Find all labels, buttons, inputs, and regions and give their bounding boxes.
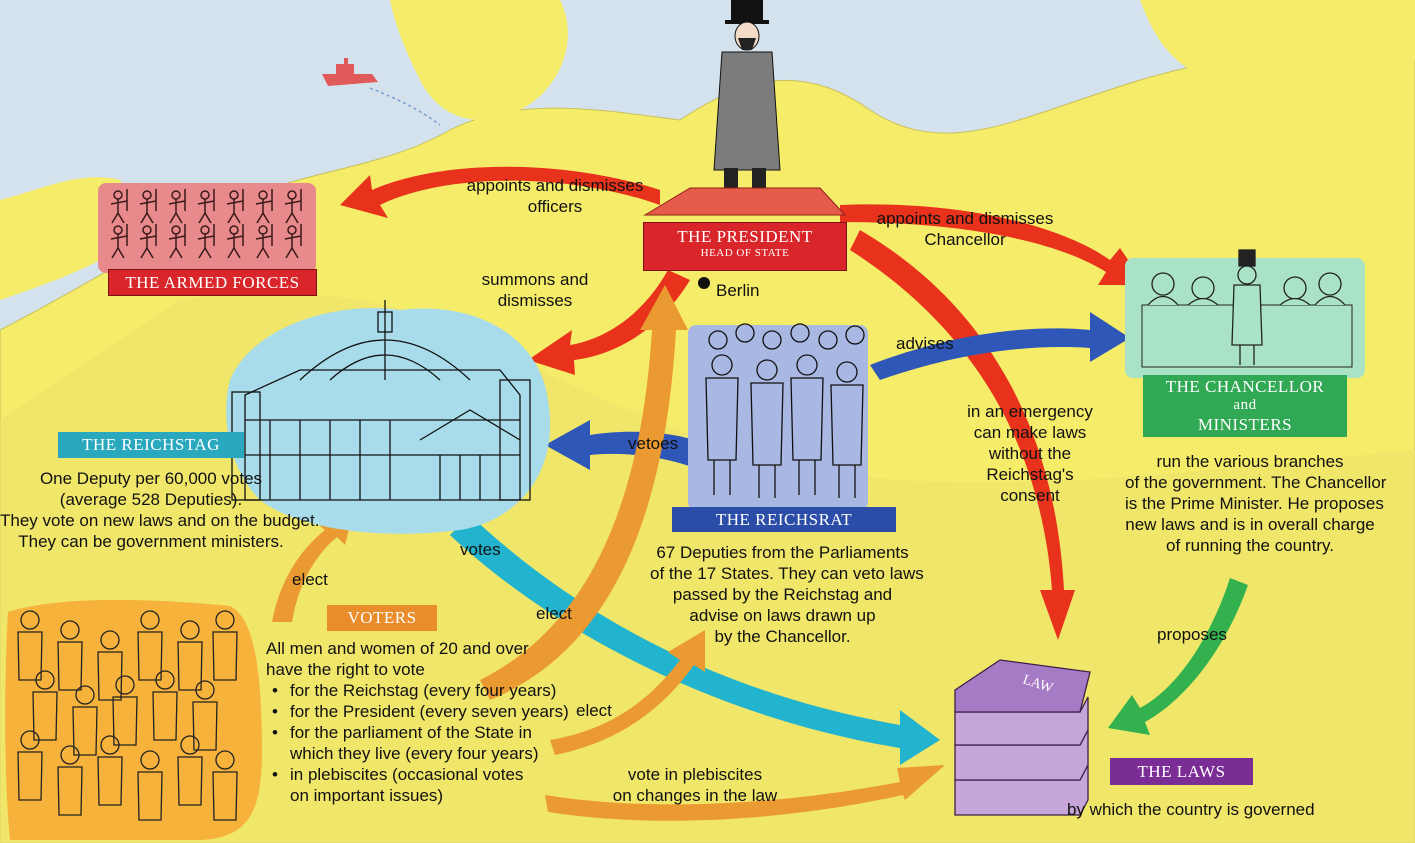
voters-title-box: VOTERS — [327, 605, 437, 631]
soldier-icon — [110, 189, 128, 224]
voter-icon — [177, 620, 203, 691]
chancellor-title-line1: THE CHANCELLOR — [1165, 377, 1325, 396]
soldier-icon — [255, 224, 273, 259]
voter-icon — [177, 735, 203, 806]
list-item: for the Reichstag (every four years) — [272, 680, 569, 701]
voter-icon — [97, 735, 123, 806]
voters-description: All men and women of 20 and over have th… — [266, 638, 569, 806]
laws-title-box: THE LAWS — [1110, 758, 1253, 785]
voter-icon — [17, 610, 43, 681]
list-item: for the President (every seven years) — [272, 701, 569, 722]
label-summons: summons and dismisses — [481, 270, 589, 310]
president-title: THE PRESIDENT — [677, 227, 813, 246]
label-elect-president: elect — [536, 604, 572, 623]
soldier-icon — [226, 224, 244, 259]
soldier-icon — [139, 189, 157, 224]
label-votes: votes — [460, 540, 501, 559]
label-elect-reichsrat: elect — [576, 701, 612, 720]
soldier-icon — [197, 224, 215, 259]
berlin-marker — [698, 277, 710, 289]
voters-title: VOTERS — [347, 608, 417, 627]
arrow-voters-president — [480, 285, 688, 700]
chancellor-description: run the various branches of the governme… — [1125, 452, 1387, 555]
voter-icon — [192, 680, 218, 751]
berlin-label: Berlin — [716, 281, 760, 300]
arrow-voters-reichstag — [272, 505, 355, 622]
soldier-icon — [197, 189, 215, 224]
voter-icon — [72, 685, 98, 756]
president-podium — [643, 187, 847, 216]
voters-crowd-icon — [17, 610, 238, 821]
voter-icon — [57, 745, 83, 816]
voter-icon — [97, 630, 123, 701]
president-title-box: THE PRESIDENT HEAD OF STATE — [643, 222, 847, 271]
label-advises: advises — [896, 334, 954, 353]
land-upper-left — [390, 0, 568, 120]
soldier-icon — [284, 189, 302, 224]
voter-icon — [32, 670, 58, 741]
voter-icon — [212, 610, 238, 681]
arrow-chancellor-law — [1108, 578, 1248, 735]
armed-forces-title-box: THE ARMED FORCES — [108, 269, 317, 296]
voter-icon — [137, 750, 163, 821]
label-plebiscite: vote in plebiscites on changes in the la… — [612, 765, 778, 805]
chancellor-title-line3: MINISTERS — [1197, 415, 1293, 434]
reichsrat-description: 67 Deputies from the Parliaments of the … — [650, 543, 924, 646]
president-subtitle: HEAD OF STATE — [700, 247, 790, 259]
reichsrat-title: THE REICHSRAT — [715, 510, 853, 529]
soldiers-icon — [110, 189, 302, 259]
ship-icon — [322, 58, 441, 126]
arrow-reichsrat-chancellor — [870, 312, 1130, 380]
arrow-president-law — [850, 230, 1075, 640]
law-books-icon — [954, 659, 1091, 816]
arrow-president-chancellor — [840, 204, 1145, 285]
soldier-icon — [226, 189, 244, 224]
soldier-icon — [284, 224, 302, 259]
reichsrat-title-box: THE REICHSRAT — [672, 507, 896, 532]
soldier-icon — [110, 224, 128, 259]
laws-description: by which the country is governed — [1067, 800, 1315, 819]
president-figure-icon — [713, 0, 781, 198]
reichsrat-panel — [688, 325, 868, 510]
reichstag-panel — [226, 308, 551, 534]
voter-icon — [112, 675, 138, 746]
soldier-icon — [139, 224, 157, 259]
armed-forces-title: THE ARMED FORCES — [125, 273, 300, 292]
arrow-voters-law — [545, 765, 945, 821]
voter-icon — [57, 620, 83, 691]
label-appoints-officers: appoints and dismisses officers — [466, 176, 644, 216]
arrow-president-reichstag — [528, 270, 690, 375]
voter-icon — [17, 730, 43, 801]
arrow-reichstag-law — [450, 515, 940, 765]
voter-icon — [152, 670, 178, 741]
soldier-icon — [255, 189, 273, 224]
label-vetoes: vetoes — [628, 434, 679, 453]
chancellor-title-line2: and — [1233, 397, 1257, 413]
reichstag-title-box: THE REICHSTAG — [58, 432, 244, 458]
land-east-baltic — [1140, 0, 1415, 79]
label-emergency: in an emergency can make laws without th… — [967, 402, 1093, 505]
label-elect-reichstag: elect — [292, 570, 328, 589]
voter-icon — [137, 610, 163, 681]
laws-title: THE LAWS — [1137, 762, 1226, 781]
ministers-icon — [1147, 249, 1346, 365]
reichsrat-deputies-icon — [705, 323, 865, 498]
label-proposes: proposes — [1157, 625, 1227, 644]
label-appoints-chancellor: appoints and dismisses Chancellor — [876, 209, 1054, 249]
arrow-president-armed-forces — [340, 166, 660, 218]
voters-panel — [5, 599, 262, 840]
reichstag-description: One Deputy per 60,000 votes (average 528… — [0, 469, 320, 551]
reichstag-building-icon — [231, 300, 531, 501]
soldier-icon — [168, 189, 186, 224]
soldier-icon — [168, 224, 186, 259]
armed-forces-panel — [98, 183, 316, 273]
voters-rights-list: for the Reichstag (every four years) for… — [268, 680, 569, 806]
reichstag-title: THE REICHSTAG — [82, 435, 220, 454]
list-item: for the parliament of the State inwhich … — [272, 722, 569, 764]
chancellor-title-box: THE CHANCELLOR and MINISTERS — [1143, 375, 1347, 437]
voter-icon — [212, 750, 238, 821]
